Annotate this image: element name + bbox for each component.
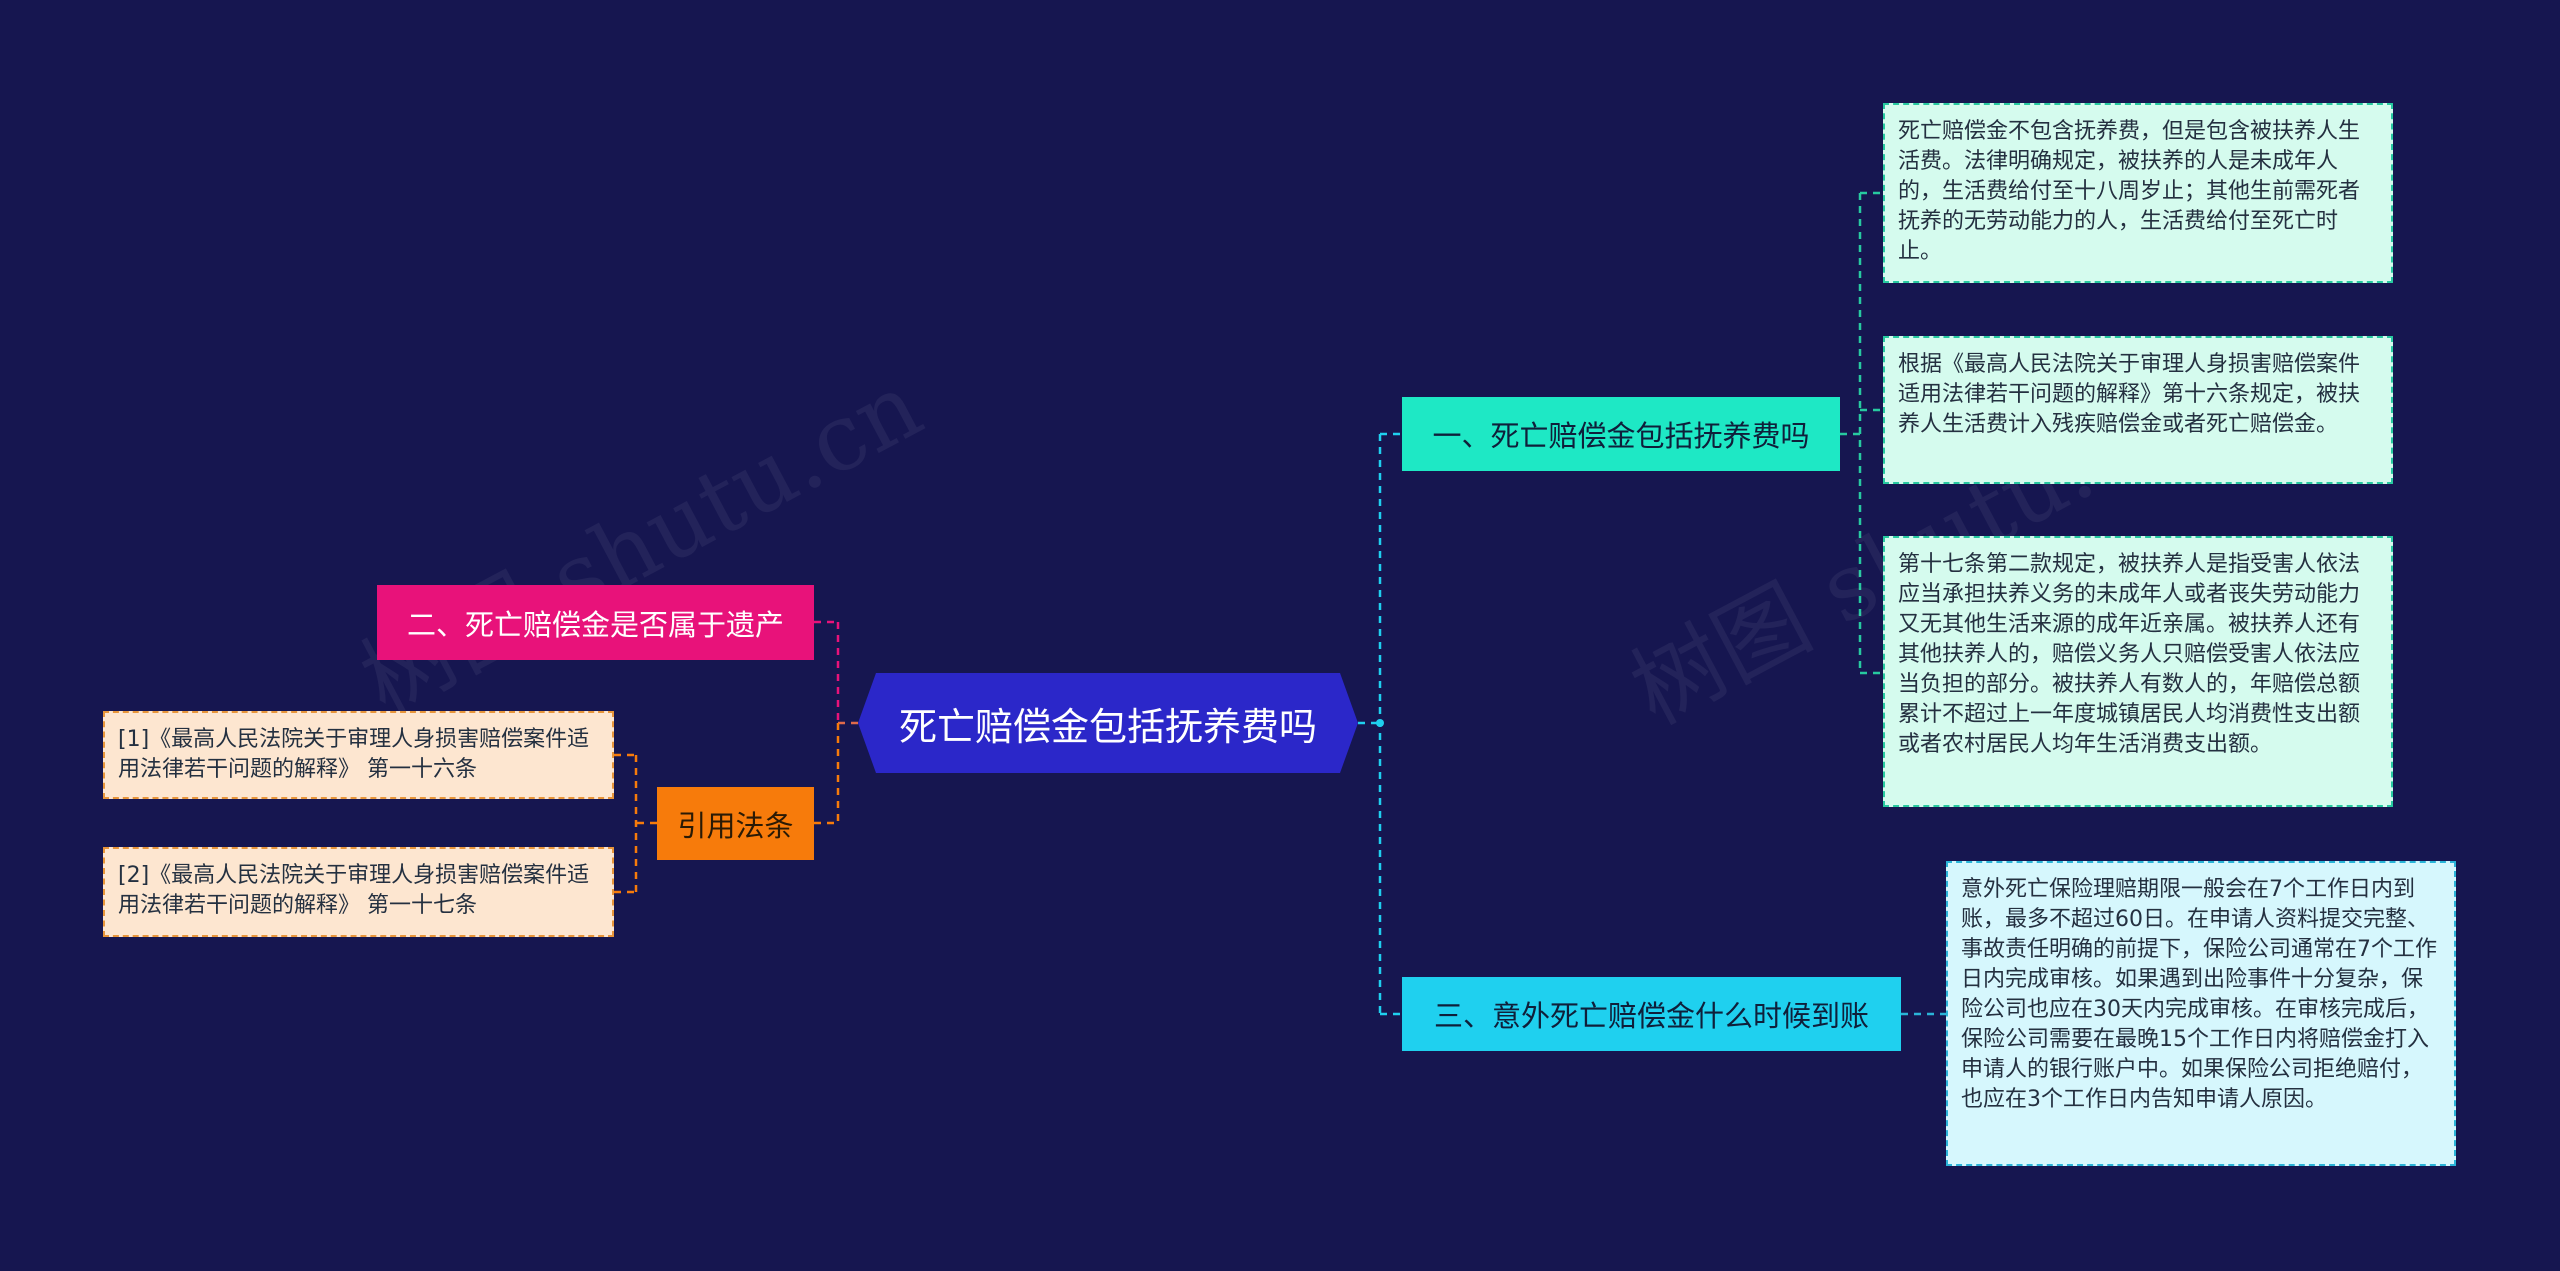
leaf-text: 根据《最高人民法院关于审理人身损害赔偿案件适用法律若干问题的解释》第十六条规定，…: [1898, 352, 2361, 437]
branch-is-compensation-inheritance[interactable]: 二、死亡赔偿金是否属于遗产: [377, 585, 814, 660]
leaf-support-explanation[interactable]: 死亡赔偿金不包含抚养费，但是包含被扶养人生活费。法律明确规定，被扶养的人是未成年…: [1883, 103, 2393, 283]
branch-label: 二、死亡赔偿金是否属于遗产: [406, 607, 784, 642]
leaf-text: 第十七条第二款规定，被扶养人是指受害人依法应当承担扶养义务的未成年人或者丧失劳动…: [1898, 552, 2361, 757]
branch-label: 三、意外死亡赔偿金什么时候到账: [1433, 999, 1869, 1033]
leaf-text: [1]《最高人民法院关于审理人身损害赔偿案件适用法律若干问题的解释》 第一十六条: [118, 727, 590, 782]
link-node-dot: [1376, 719, 1384, 727]
leaf-claim-timing[interactable]: 意外死亡保险理赔期限一般会在7个工作日内到账，最多不超过60日。在申请人资料提交…: [1946, 861, 2456, 1166]
branch-label: 一、死亡赔偿金包括抚养费吗: [1432, 419, 1810, 453]
leaf-citation-2[interactable]: [2]《最高人民法院关于审理人身损害赔偿案件适用法律若干问题的解释》 第一十七条: [103, 847, 614, 937]
leaf-text: 死亡赔偿金不包含抚养费，但是包含被扶养人生活费。法律明确规定，被扶养的人是未成年…: [1898, 119, 2361, 264]
leaf-text: [2]《最高人民法院关于审理人身损害赔偿案件适用法律若干问题的解释》 第一十七条: [118, 863, 590, 918]
leaf-article-17[interactable]: 第十七条第二款规定，被扶养人是指受害人依法应当承担扶养义务的未成年人或者丧失劳动…: [1883, 536, 2393, 807]
root-topic-label: 死亡赔偿金包括抚养费吗: [898, 704, 1317, 749]
leaf-citation-1[interactable]: [1]《最高人民法院关于审理人身损害赔偿案件适用法律若干问题的解释》 第一十六条: [103, 711, 614, 799]
leaf-article-16[interactable]: 根据《最高人民法院关于审理人身损害赔偿案件适用法律若干问题的解释》第十六条规定，…: [1883, 336, 2393, 484]
branch-label: 引用法条: [677, 808, 794, 843]
root-topic[interactable]: 死亡赔偿金包括抚养费吗: [858, 673, 1358, 773]
branch-accident-compensation-timing[interactable]: 三、意外死亡赔偿金什么时候到账: [1402, 977, 1901, 1051]
leaf-text: 意外死亡保险理赔期限一般会在7个工作日内到账，最多不超过60日。在申请人资料提交…: [1961, 877, 2437, 1112]
branch-cited-laws[interactable]: 引用法条: [657, 787, 814, 860]
branch-death-compensation-includes-support[interactable]: 一、死亡赔偿金包括抚养费吗: [1402, 397, 1840, 471]
